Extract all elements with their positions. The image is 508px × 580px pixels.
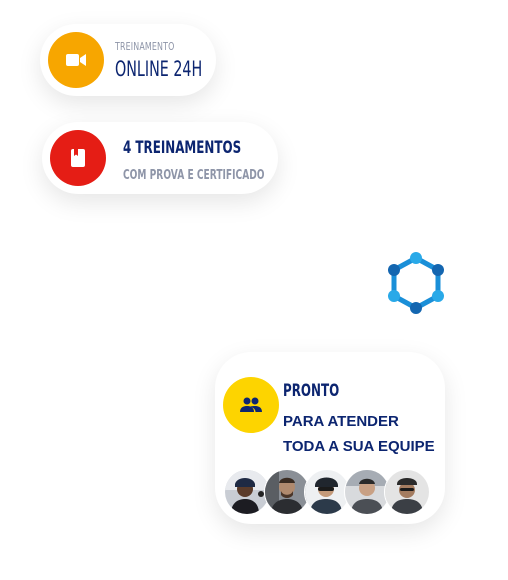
team-line-1: PARA ATENDER (283, 413, 399, 430)
video-camera-icon (48, 32, 104, 88)
team-icon-badge (223, 377, 279, 433)
team-line-2: TODA A SUA EQUIPE (283, 438, 435, 455)
training-title: ONLINE 24H (115, 57, 203, 81)
team-card: PRONTO PARA ATENDER TODA A SUA EQUIPE (215, 352, 445, 524)
team-kicker: PRONTO (283, 381, 340, 401)
avatar (344, 469, 390, 515)
training-icon-badge (48, 32, 104, 88)
courses-card: 4 TREINAMENTOS COM PROVA E CERTIFICADO (42, 122, 278, 194)
network-hexagon-icon (383, 250, 449, 316)
avatar (304, 469, 350, 515)
training-kicker: TREINAMENTO (115, 40, 175, 53)
team-avatars (224, 469, 434, 515)
avatar (224, 469, 270, 515)
book-icon (50, 130, 106, 186)
courses-title: 4 TREINAMENTOS (123, 138, 242, 158)
courses-subtitle: COM PROVA E CERTIFICADO (123, 168, 265, 183)
courses-icon-badge (50, 130, 106, 186)
training-online-card: TREINAMENTO ONLINE 24H (40, 24, 216, 96)
avatar (384, 469, 430, 515)
people-icon (223, 377, 279, 433)
avatar (264, 469, 310, 515)
